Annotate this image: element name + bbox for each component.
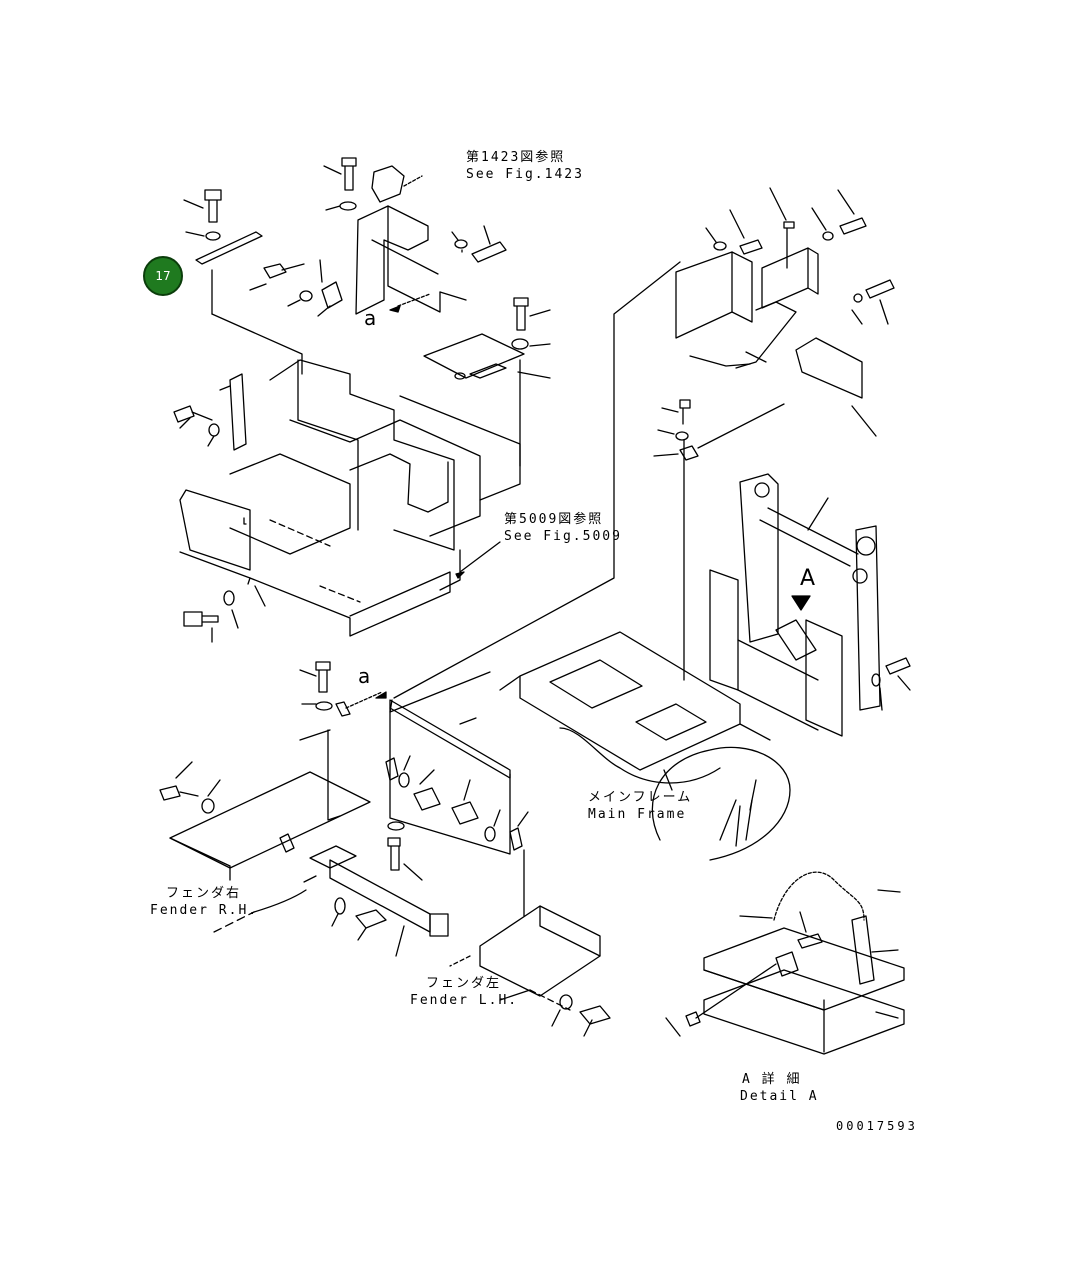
fig5009-ref-en[interactable]: See Fig.5009 (504, 529, 622, 544)
main-frame (499, 631, 791, 861)
fig1423-ref-en[interactable]: See Fig.1423 (466, 167, 584, 182)
upper-frame-structure (179, 359, 521, 637)
fender-rh-label-jp: フェンダ右 (166, 886, 242, 901)
fig5009-ref-jp: 第5009図参照 (504, 512, 604, 527)
floor-cover-plate (423, 297, 551, 467)
arrow-label-a-top: a (364, 306, 377, 330)
arrow-label-a-mid: a (358, 664, 371, 688)
fender-rh (159, 761, 449, 957)
middle-bolt-bracket (299, 661, 529, 881)
detail-marker-A: A (800, 566, 816, 591)
detail-a-label-en: Detail A (740, 1089, 819, 1104)
drawing-number: 00017593 (836, 1119, 918, 1133)
detail-a-assembly (665, 871, 905, 1055)
detail-a-label-jp: A 詳 細 (742, 1072, 802, 1087)
upper-right-brackets (653, 187, 895, 461)
left-bolts (173, 405, 239, 643)
top-left-bolt-group (183, 189, 303, 375)
fender-lh-label-en: Fender L.H. (410, 993, 519, 1008)
callout-badge-17[interactable]: 17 (143, 256, 183, 296)
fender-lh-label-jp: フェンダ左 (426, 976, 502, 991)
main-frame-label-en: Main Frame (588, 807, 687, 822)
fender-rh-label-en: Fender R.H. (150, 903, 259, 918)
main-frame-label-jp: メインフレーム (588, 790, 693, 805)
fender-lh (449, 849, 611, 1037)
fig1423-ref-jp: 第1423図参照 (466, 150, 566, 165)
upper-bracket-assembly (249, 157, 507, 317)
hitch-bracket-assembly (709, 473, 911, 737)
